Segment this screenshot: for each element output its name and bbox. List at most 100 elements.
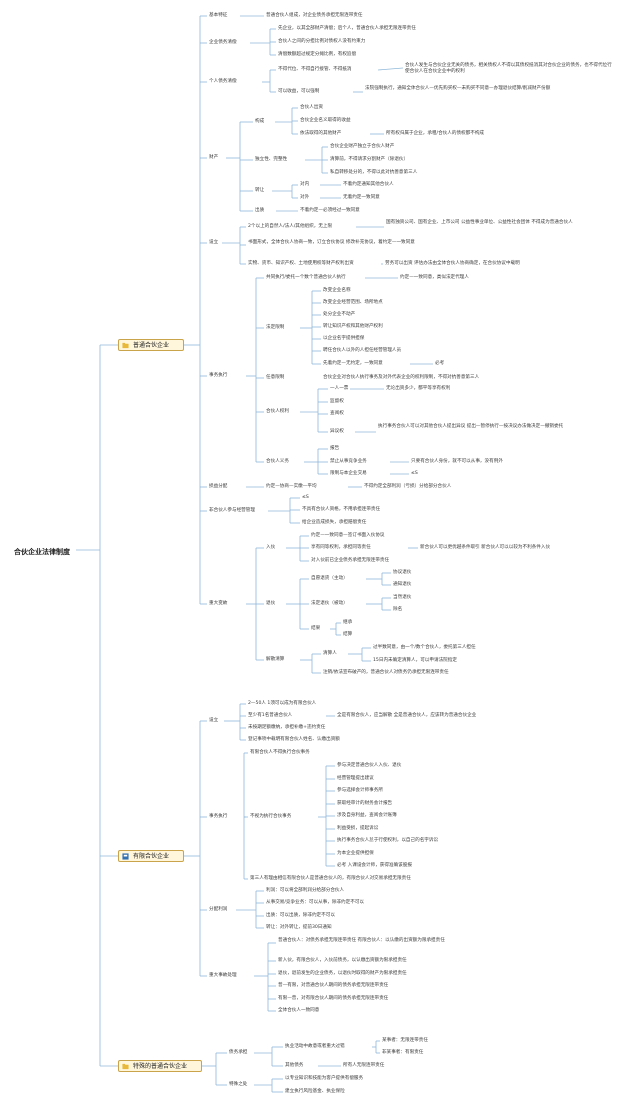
node: 特殊之处 bbox=[229, 1082, 248, 1087]
node: 清算前，不得请求分割财产（除退伙） bbox=[330, 157, 409, 162]
node: 禁止从事竞争业务 bbox=[330, 459, 367, 464]
node: 过半数同意，由一个/数个合伙人，委托第三人担任 bbox=[373, 645, 476, 650]
node: 以企业名字提供担保 bbox=[323, 336, 365, 341]
node: ≤S bbox=[302, 495, 309, 500]
branch-label: 有限合伙企业 bbox=[133, 853, 170, 860]
node: 劳务可以出资 评估办法由全体合伙人协商确定，在合伙协议中载明 bbox=[385, 261, 520, 266]
node: 新合伙人可以更优越条件取引 新合伙人可以以较为不利条件入伙 bbox=[420, 545, 551, 550]
node: 全是有限合伙人，应当解散 全是普通合伙人，应该转为普通合伙企业 bbox=[337, 713, 477, 718]
node: 从事交易/竞争业务：可以从事，除非约定不可以 bbox=[266, 900, 365, 905]
node: 法院强制执行，通知全体合伙人—优先购买权—未购买不同意—办理退伙结算/削减财产份… bbox=[365, 86, 551, 91]
node: 损益分配 bbox=[209, 484, 228, 489]
node: 执业活动中故意或者重大过错 bbox=[285, 1044, 345, 1049]
node: 除名 bbox=[393, 607, 403, 612]
node: 参与选择会计师事务所 bbox=[337, 788, 383, 793]
node: 转让知识产权和其他财产权利 bbox=[323, 324, 383, 329]
node: 获取经审计的财务会计报告 bbox=[337, 801, 393, 806]
node: 非合伙人参与经营管理 bbox=[209, 508, 255, 513]
node: 不着约定通知其他合伙人 bbox=[343, 182, 394, 187]
node: 任意限制 bbox=[266, 375, 285, 380]
node: 给企业造成损失，承担赔偿责任 bbox=[302, 520, 367, 525]
node: 出质：可以出质，除非约定不可以 bbox=[266, 913, 335, 918]
node: 所有权归属于企业，承租/合伙人的债权都不构成 bbox=[386, 131, 485, 136]
node: 参与决定普通合伙人入伙、退伙 bbox=[337, 763, 402, 768]
node: 合伙企业名义取得的收益 bbox=[300, 118, 351, 123]
branch-general-partnership[interactable]: 普通合伙企业 bbox=[118, 339, 184, 351]
node: 共同执行/委托一个数个普通合伙人执行 bbox=[266, 275, 346, 280]
node: 必考 入课设会计师，获得准确该股报 bbox=[337, 863, 412, 868]
node: 至少有1名普通合伙人 bbox=[248, 713, 293, 718]
node: 有限合伙人不得执行合伙事务 bbox=[250, 750, 310, 755]
branch-limited-partnership[interactable]: 有限合伙企业 bbox=[118, 850, 184, 862]
branch-label: 普通合伙企业 bbox=[133, 342, 170, 349]
node: 出质 bbox=[255, 208, 265, 213]
node: 合伙人发生与合伙企业无关的债务，相关债权人不得以其债权抵消其对合伙企业的债务，也… bbox=[405, 63, 612, 74]
node: 普通合伙人组成，对企业债务承担无限连带责任 bbox=[266, 13, 363, 18]
node: 分配利润 bbox=[209, 907, 228, 912]
node: 普通合伙人：对债务承担无限连带责任 有限合伙人：以认缴的出资额为限承担责任 bbox=[278, 938, 445, 943]
node: 执行事务合伙人可以对其他合伙人提出异议 提出—暂停执行—按决议办法做决定—撤销委… bbox=[378, 424, 564, 429]
node: 必考 bbox=[435, 361, 445, 366]
node: 查阅权 bbox=[330, 411, 344, 416]
flag-icon bbox=[122, 853, 129, 860]
node: 结果 bbox=[311, 626, 321, 631]
node: 监督权 bbox=[330, 399, 344, 404]
node: 设立 bbox=[209, 240, 219, 245]
node: 可以收益，可以强制 bbox=[278, 89, 320, 94]
node: 为本企业提供担保 bbox=[337, 851, 374, 856]
node: 重大变故 bbox=[209, 601, 228, 606]
node: 先着约定—无约定，一致同意 bbox=[323, 361, 383, 366]
node: 利益受损，提起诉讼 bbox=[337, 826, 379, 831]
node: 债务承担 bbox=[229, 1050, 248, 1055]
node: 无着约定一致同意 bbox=[343, 195, 380, 200]
branch-special-partnership[interactable]: 特殊的普通合伙企业 bbox=[118, 1060, 202, 1072]
node: 新入伙，有限合伙人，入伙前债务，以认缴出资额为限承担责任 bbox=[278, 958, 407, 963]
node: 退伙 bbox=[266, 601, 276, 606]
node: 对入伙前已企业债务承担无限连带责任 bbox=[311, 558, 390, 563]
node: 转让：对外转让，提前30日通知 bbox=[266, 925, 332, 930]
node: 利润：可以将全部利润分给部分合伙人 bbox=[266, 888, 345, 893]
node: 以专业知识和技能为客户提供有偿服务 bbox=[285, 1076, 364, 1081]
root-topic: 合伙企业法律制度 bbox=[14, 548, 70, 556]
node: 结算 bbox=[343, 632, 353, 637]
node: 建立执行风险基金、执业保险 bbox=[285, 1089, 345, 1094]
node: 未按期足额缴纳，承担补缴+违约责任 bbox=[248, 725, 326, 730]
node: 设立 bbox=[209, 718, 219, 723]
node: 清偿数额超过规定分摊比例，有权追偿 bbox=[278, 52, 357, 57]
node: 继承 bbox=[343, 620, 353, 625]
node: 一人一票 bbox=[330, 386, 349, 391]
node: 对内 bbox=[300, 182, 310, 187]
node: 不得约定全部利润（亏损）分给部分合伙人 bbox=[364, 484, 452, 489]
node: 实物、货币、知识产权、土地使用权等财产权利出资 bbox=[248, 261, 354, 266]
node: 自愿退货（主动） bbox=[311, 576, 348, 581]
node: 某事者：无限连带责任 bbox=[382, 1038, 428, 1043]
node: 全体合伙人一致同意 bbox=[278, 1008, 320, 1013]
node: 合伙企业对合伙人执行事务及对外代表企业的权利限制，不得对抗善意第三人 bbox=[323, 375, 480, 380]
node: 所有人无限连带责任 bbox=[343, 1063, 385, 1068]
node: 改变企业经营范围、场所地点 bbox=[323, 300, 383, 305]
node: 解散清算 bbox=[266, 657, 285, 662]
node: 事务执行 bbox=[209, 373, 228, 378]
node: 法定限制 bbox=[266, 325, 285, 330]
node: 独立性、完整性 bbox=[255, 157, 288, 162]
node: 通知退伙 bbox=[393, 582, 412, 587]
node: 法定退伙（被动） bbox=[311, 601, 348, 606]
node: 基本特征 bbox=[209, 13, 228, 18]
node: ≤S bbox=[411, 471, 418, 476]
node: 财产 bbox=[209, 155, 219, 160]
node: 享有同等权利，承担同等责任 bbox=[311, 545, 371, 550]
node: 退伙，退前发生的企业债务，以退伙时取得的财产为限承担责任 bbox=[278, 971, 407, 976]
node: 合伙人权利 bbox=[266, 409, 289, 414]
node: 书面形式，全体合伙人协商一致，订立合伙协议 修改补充协议，着约定—一致同意 bbox=[248, 240, 415, 245]
node: 无论出资多少，都平等享有权利 bbox=[386, 386, 451, 391]
node: 2个以上的自然人/法人/其他组织，无上限 bbox=[248, 224, 333, 229]
node: 15日内未确定清算人，可以申请法院指定 bbox=[373, 658, 457, 663]
node: 有限—普，对有限合伙人期间的债务承担无限连带责任 bbox=[278, 996, 389, 1001]
node: 执行事务合伙人怠于行使权利，以自己的名字诉讼 bbox=[337, 838, 439, 843]
node: 不具有合伙人资格，不用承担连带责任 bbox=[302, 507, 381, 512]
node: 个人债务清偿 bbox=[209, 79, 237, 84]
node: 其他债务 bbox=[285, 1063, 304, 1068]
node: 依法取得的其他财产 bbox=[300, 131, 342, 136]
node: 不着约定—必须经过一致同意 bbox=[300, 208, 360, 213]
